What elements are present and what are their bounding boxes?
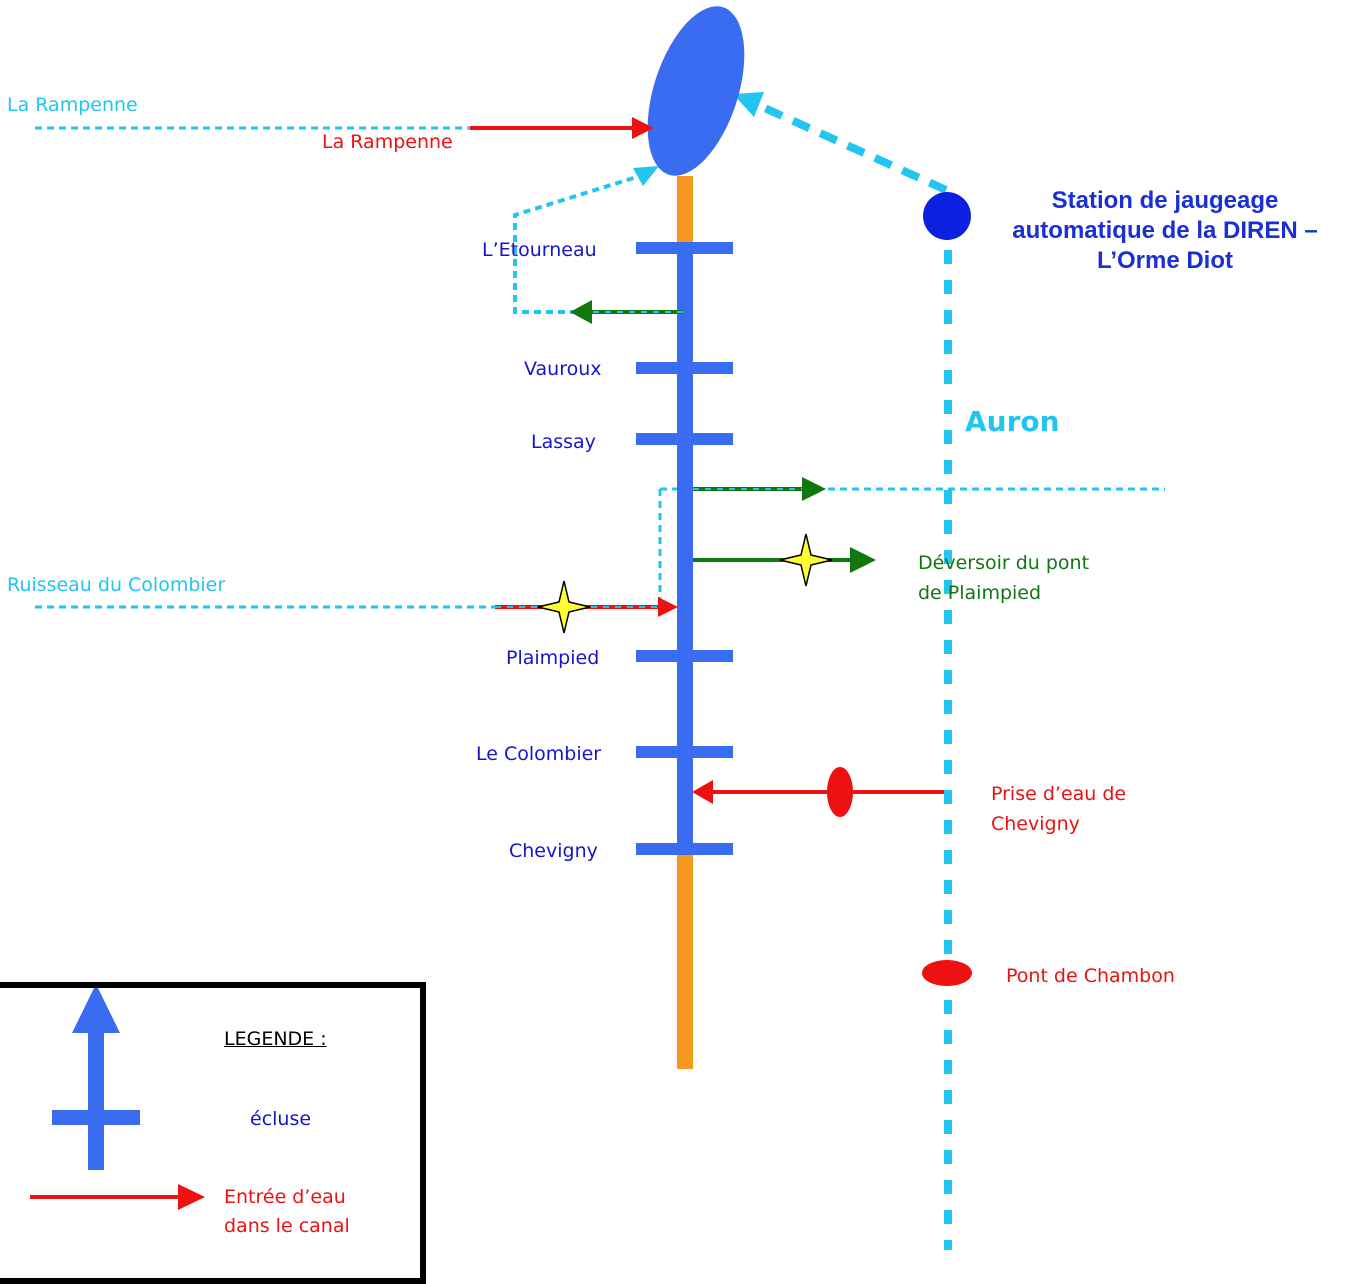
deversoir-outlet-arrowhead (850, 547, 876, 573)
la-rampenne-inlet-label: La Rampenne (322, 131, 453, 153)
lock-crossbar-icon (636, 242, 733, 254)
canal-top-segment (677, 176, 693, 248)
station-feed-line (756, 101, 948, 194)
star-marker-icon (537, 580, 591, 634)
legend-lock-arrowhead (72, 984, 120, 1033)
lock-label-plaimpied: Plaimpied (506, 647, 600, 669)
pont-chambon-label: Pont de Chambon (1006, 965, 1175, 987)
lock-crossbar-icon (636, 433, 733, 445)
prise-inlet-arrowhead (692, 780, 713, 804)
water-intake-oval-icon (827, 767, 853, 817)
canal-diagram: La Rampenne La Rampenne Ruisseau du Colo… (0, 6, 1347, 1284)
legend-inlet-arrowhead (178, 1184, 205, 1210)
lock-label-etourneau: L’Etourneau (482, 239, 597, 261)
lock-crossbar-icon (636, 746, 733, 758)
station-label-line: L’Orme Diot (1096, 247, 1234, 274)
lock-label-vauroux: Vauroux (524, 358, 602, 380)
legend-lock-crossbar (52, 1110, 140, 1125)
diagram-canvas (30, 6, 1165, 1250)
legend-lock-shaft (88, 1030, 104, 1170)
canal-body (677, 248, 693, 853)
deversoir-label-line: Déversoir du pont (918, 552, 1090, 574)
station-label: Station de jaugeage automatique de la DI… (975, 186, 1347, 276)
prise-label-line: Prise d’eau de (991, 783, 1127, 805)
lock-label-le-colombier: Le Colombier (476, 743, 602, 765)
lock-label-lassay: Lassay (531, 431, 596, 453)
lock-crossbar-icon (636, 843, 733, 855)
station-label-line: automatique de la DIREN – (1012, 217, 1318, 244)
lock-crossbar-icon (636, 362, 733, 374)
la-rampenne-river-label: La Rampenne (7, 94, 138, 116)
ruisseau-label: Ruisseau du Colombier (7, 574, 226, 596)
lock-crossbar-icon (636, 650, 733, 662)
lock-label-chevigny: Chevigny (509, 840, 598, 862)
auron-label: Auron (965, 405, 1060, 438)
legend-entree-label-line: dans le canal (224, 1215, 350, 1237)
reservoir-ellipse-icon (647, 6, 745, 176)
la-rampenne-inlet-arrowhead (632, 117, 654, 139)
prise-label-line: Chevigny (991, 813, 1080, 835)
lassay-outlet-arrowhead (802, 477, 826, 501)
legend-box (0, 982, 426, 1284)
star-marker-icon (779, 533, 833, 587)
bridge-oval-icon (922, 960, 972, 986)
legend-title: LEGENDE : (224, 1028, 327, 1050)
etourneau-outlet-arrowhead (570, 300, 592, 324)
canal-bottom-segment (677, 853, 693, 1069)
station-feed-arrowhead (733, 92, 764, 117)
etourneau-return-arrowhead (633, 166, 659, 186)
gauging-station-dot-icon (923, 192, 971, 240)
deversoir-label-line: de Plaimpied (918, 582, 1042, 604)
ruisseau-inlet-arrowhead (658, 597, 678, 617)
legend-ecluse-label: écluse (250, 1108, 312, 1130)
legend-entree-label-line: Entrée d’eau (224, 1186, 346, 1208)
station-label-line: Station de jaugeage (1051, 187, 1279, 214)
